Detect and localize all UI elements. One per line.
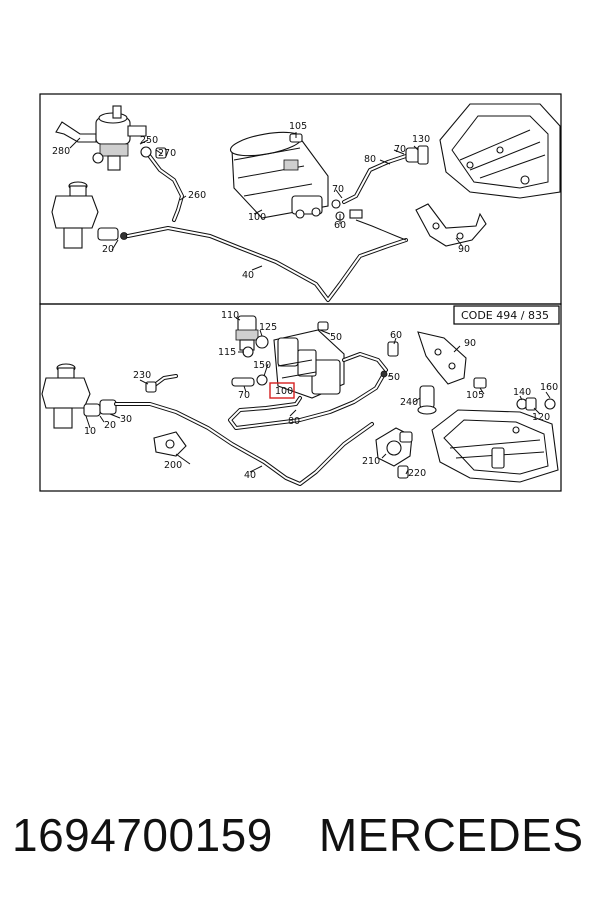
label-115: 115: [218, 347, 236, 358]
brand-name: MERCEDES: [318, 809, 584, 861]
label-20-upper: 20: [102, 244, 114, 255]
ring-115: [242, 346, 254, 358]
label-250: 250: [140, 135, 158, 146]
hose-20-lower: [83, 403, 101, 417]
charcoal-canister-100-lower: [273, 321, 345, 399]
label-260: 260: [188, 190, 206, 201]
label-125: 125: [259, 322, 277, 333]
fitting-70-lower: [231, 377, 255, 387]
valve-110: [235, 315, 259, 351]
part-number: 1694700159: [12, 809, 273, 861]
label-160: 160: [540, 382, 558, 393]
code-box: [453, 305, 560, 325]
engine-block-lower: [431, 409, 559, 483]
seal-160: [544, 398, 556, 410]
charcoal-canister-100-upper: [229, 131, 329, 219]
label-130: 130: [412, 134, 430, 145]
clip-105-lower: [473, 377, 487, 389]
label-220: 220: [408, 468, 426, 479]
label-200: 200: [164, 460, 182, 471]
plug-120: [525, 397, 537, 411]
label-10: 10: [84, 426, 96, 437]
hose-80-upper: [331, 145, 429, 221]
label-60-upper: 60: [334, 220, 346, 231]
hose-230: [145, 374, 178, 393]
label-20-lower: 20: [104, 420, 116, 431]
label-240: 240: [400, 397, 418, 408]
valve-assembly-280: [55, 105, 147, 171]
valve-20-upper: [51, 181, 128, 249]
lower-panel-frame: [39, 303, 562, 492]
label-70-lower: 70: [238, 390, 250, 401]
label-105-lower: 105: [466, 390, 484, 401]
label-100-upper: 100: [248, 212, 266, 223]
valve-240: [417, 385, 437, 415]
label-90-upper: 90: [458, 244, 470, 255]
label-50-b: 50: [388, 372, 400, 383]
label-110: 110: [221, 310, 239, 321]
label-280: 280: [52, 146, 70, 157]
label-60-lower: 60: [390, 330, 402, 341]
label-40-lower: 40: [244, 470, 256, 481]
pump-210: [375, 427, 413, 467]
label-80-upper: 80: [364, 154, 376, 165]
label-70-b: 70: [332, 184, 344, 195]
upper-panel: 280 250 270 105 130 80 70 70 60 260 100 …: [39, 93, 562, 305]
connector-60-lower: [387, 341, 399, 357]
bracket-90-lower: [417, 331, 467, 385]
label-70-a: 70: [394, 144, 406, 155]
caption: 1694700159 MERCEDES: [12, 800, 592, 870]
part-220: [397, 465, 409, 479]
label-40-upper: 40: [242, 270, 254, 281]
clamp-200: [153, 431, 187, 457]
clamp-30: [99, 399, 117, 415]
label-150: 150: [253, 360, 271, 371]
label-100-highlighted: 100: [275, 386, 293, 397]
bracket-90-upper: [415, 203, 487, 247]
lower-panel: CODE 494 / 835: [39, 303, 562, 492]
label-50-a: 50: [330, 332, 342, 343]
label-80-lower: 80: [288, 416, 300, 427]
label-270: 270: [158, 148, 176, 159]
label-120: 120: [532, 412, 550, 423]
clamp-125: [255, 335, 269, 349]
code-box-text: CODE 494 / 835: [461, 309, 549, 322]
label-105-upper: 105: [289, 121, 307, 132]
label-30: 30: [120, 414, 132, 425]
line-40-upper: [126, 226, 408, 302]
valve-10: [41, 363, 117, 429]
seal-150: [256, 374, 268, 386]
label-210: 210: [362, 456, 380, 467]
label-140: 140: [513, 387, 531, 398]
engine-block-upper: [439, 103, 561, 199]
label-230: 230: [133, 370, 151, 381]
highlight-box-100: [269, 382, 295, 399]
label-90-lower: 90: [464, 338, 476, 349]
